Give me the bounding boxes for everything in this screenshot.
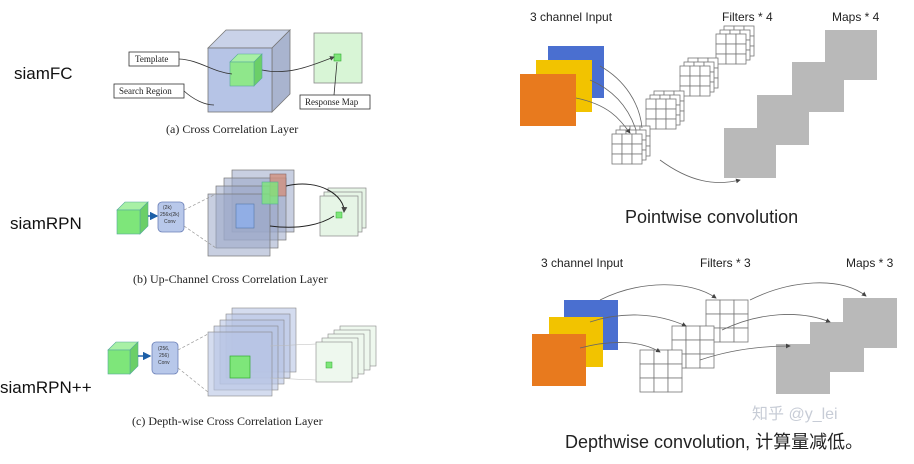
caption-up-channel: (b) Up-Channel Cross Correlation Layer (133, 272, 328, 286)
response-map-label: Response Map (305, 97, 359, 107)
siamfc-label: siamFC (14, 64, 73, 83)
siamrpn-label: siamRPN (10, 214, 82, 233)
pw-filter-front-3 (645, 98, 677, 130)
rpnpp-output-maps (315, 325, 377, 383)
rpn-input-cube (116, 209, 141, 235)
dw-filter-3 (639, 349, 683, 393)
pw-input-orange (520, 74, 576, 126)
pw-maps-header: Maps * 4 (832, 10, 880, 24)
dw-input-header: 3 channel Input (541, 256, 624, 270)
rpnpp-conv-line2: 256) (159, 353, 170, 359)
rpnpp-kernel (229, 355, 251, 379)
dw-filters (639, 299, 749, 393)
siamrpnpp-label: siamRPN++ (0, 378, 92, 397)
siamrpn-diagram (116, 169, 367, 257)
pointwise-diagram (520, 25, 877, 184)
dw-filter-1 (705, 299, 749, 343)
rpn-output-maps (319, 187, 367, 237)
siamrpnpp-diagram (107, 307, 377, 397)
rpnpp-conv-box (151, 341, 179, 375)
rpn-conv-line3: Conv (164, 219, 176, 225)
pw-filter-front-2 (679, 65, 711, 97)
rpn-conv-line1: (2k) (163, 205, 172, 211)
pw-filters (611, 25, 755, 165)
rpnpp-input-cube (107, 349, 131, 375)
dw-map-3 (776, 344, 830, 394)
depthwise-diagram (532, 282, 897, 394)
watermark-text: 知乎 @y_lei (752, 406, 838, 423)
dw-filters-header: Filters * 3 (700, 256, 751, 270)
pw-map-4 (724, 128, 776, 178)
pw-input-header: 3 channel Input (530, 10, 613, 24)
caption-cross-correlation: (a) Cross Correlation Layer (166, 122, 299, 136)
caption-depth-wise: (c) Depth-wise Cross Correlation Layer (132, 414, 323, 428)
template-label: Template (135, 54, 169, 64)
rpn-kernel (235, 203, 255, 229)
pw-filters-header: Filters * 4 (722, 10, 773, 24)
dw-title: Depthwise convolution, 计算量减低。 (565, 432, 864, 452)
pw-filter-front-1 (715, 33, 747, 65)
rpn-conv-box (157, 201, 185, 233)
rpnpp-conv-line1: (256, (158, 346, 170, 352)
pw-filter-front-4 (611, 133, 643, 165)
siamfc-diagram (113, 29, 371, 113)
response-map-box (299, 94, 371, 110)
rpnpp-search-stack (207, 307, 297, 397)
rpnpp-conv-line3: Conv (158, 360, 170, 366)
response-point (333, 53, 342, 62)
dw-input-orange (532, 334, 586, 386)
pw-title: Pointwise convolution (625, 207, 799, 227)
rpn-conv-line2: 256x(2k) (160, 212, 180, 218)
search-region-label: Search Region (119, 86, 172, 96)
template-cube-front (229, 61, 255, 87)
dw-maps-header: Maps * 3 (846, 256, 894, 270)
